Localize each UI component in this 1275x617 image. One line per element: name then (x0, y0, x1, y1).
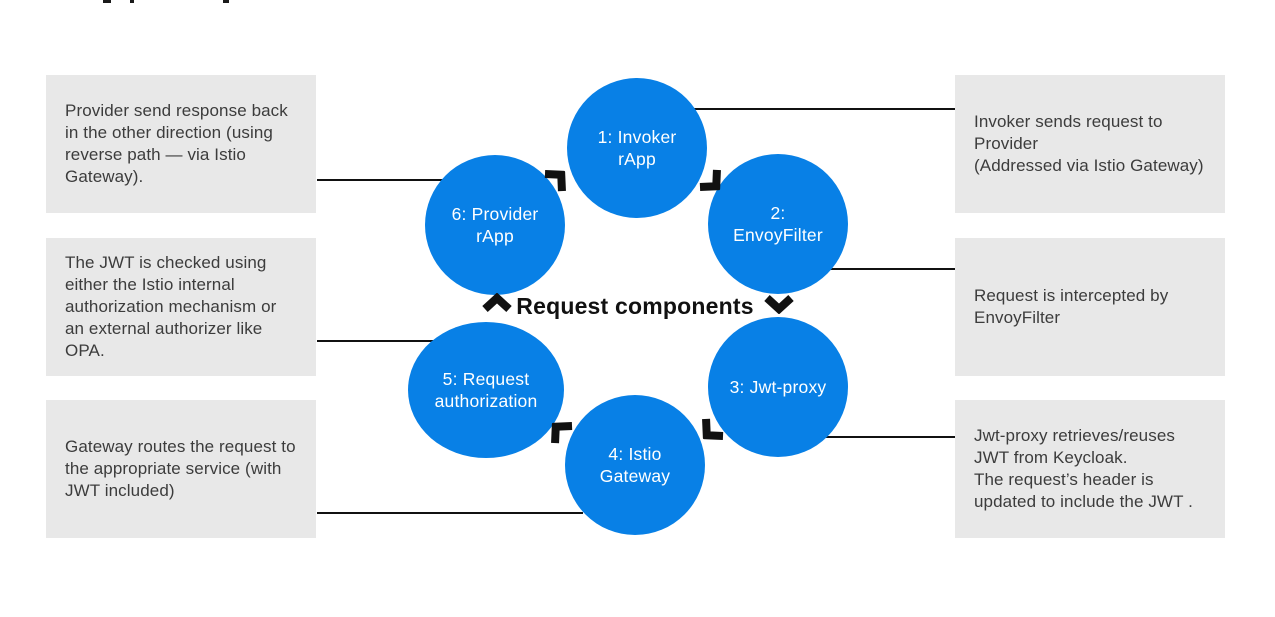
note-text: Provider send response back in the other… (65, 101, 288, 186)
note-text: Request is intercepted by EnvoyFilter (974, 286, 1169, 327)
node-label: 6: Provider rApp (451, 204, 539, 246)
node-jwt-proxy: 3: Jwt-proxy (708, 317, 848, 457)
cycle-arrow-down-right-icon (693, 163, 731, 201)
node-provider-rapp: 6: Provider rApp (425, 155, 565, 295)
note-text: Invoker sends request to Provider (Addre… (974, 112, 1204, 175)
cropped-title-remnant (103, 0, 111, 3)
node-istio-gateway: 4: Istio Gateway (565, 395, 705, 535)
cycle-arrow-up-icon (481, 293, 513, 315)
cropped-title-remnant (130, 0, 134, 3)
cropped-title-remnant (223, 0, 229, 3)
note-request-intercepted: Request is intercepted by EnvoyFilter (955, 238, 1225, 376)
cycle-arrow-up-right-icon (538, 160, 576, 198)
note-invoker-sends: Invoker sends request to Provider (Addre… (955, 75, 1225, 213)
cycle-arrow-up-left-icon (541, 412, 579, 450)
note-gateway-routes: Gateway routes the request to the approp… (46, 400, 316, 538)
note-jwt-checked: The JWT is checked using either the Isti… (46, 238, 316, 376)
node-label: 5: Request authorization (434, 369, 538, 411)
connector-line-istio-gateway (317, 512, 583, 514)
note-text: The JWT is checked using either the Isti… (65, 253, 277, 360)
node-label: 1: Invoker rApp (597, 127, 677, 169)
cycle-arrow-down-left-icon (692, 412, 730, 450)
connector-line-envoyfilter (828, 268, 955, 270)
note-text: Jwt-proxy retrieves/reuses JWT from Keyc… (974, 426, 1193, 511)
node-invoker-rapp: 1: Invoker rApp (567, 78, 707, 218)
note-provider-response: Provider send response back in the other… (46, 75, 316, 213)
connector-line-request-authorization (317, 340, 440, 342)
note-jwt-proxy-retrieves: Jwt-proxy retrieves/reuses JWT from Keyc… (955, 400, 1225, 538)
connector-line-jwt-proxy (824, 436, 955, 438)
node-label: 3: Jwt-proxy (729, 377, 827, 397)
node-label: 2: EnvoyFilter (733, 203, 823, 245)
cycle-arrow-down-icon (763, 292, 795, 314)
node-envoyfilter: 2: EnvoyFilter (708, 154, 848, 294)
node-label: 4: Istio Gateway (599, 444, 671, 486)
connector-line-invoker-rapp (690, 108, 955, 110)
node-request-authorization: 5: Request authorization (408, 322, 564, 458)
connector-line-provider-rapp (317, 179, 445, 181)
cycle-title: Request components (516, 293, 754, 319)
note-text: Gateway routes the request to the approp… (65, 437, 296, 500)
